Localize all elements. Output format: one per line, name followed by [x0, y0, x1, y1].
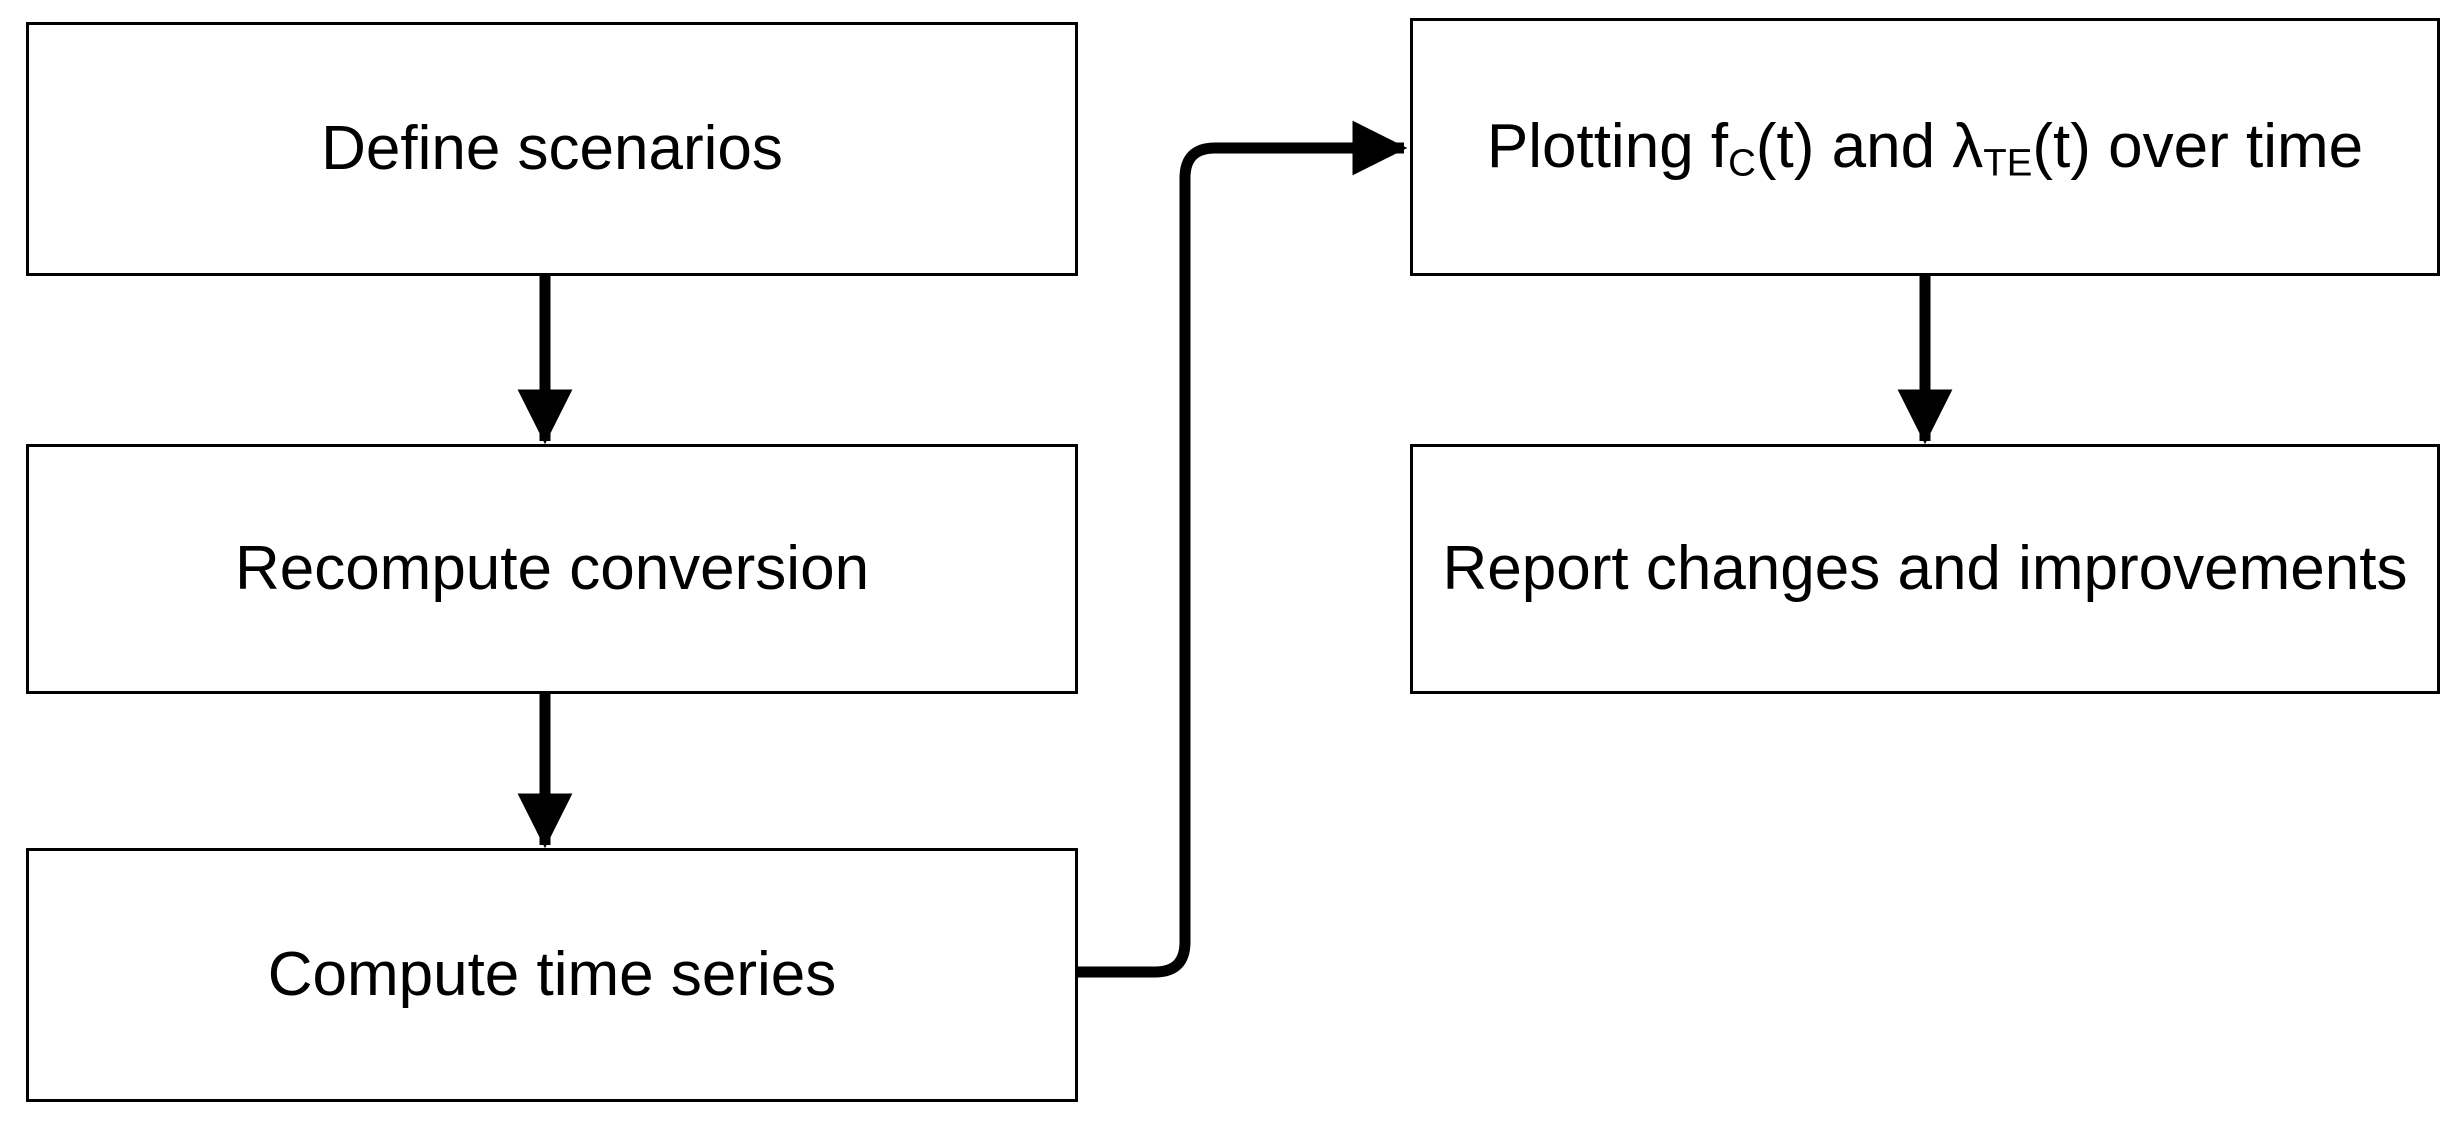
- node-plotting-functions[interactable]: Plotting fC(t) and λTE(t) over time: [1410, 18, 2440, 276]
- node-define-scenarios-label: Define scenarios: [321, 114, 783, 184]
- plotting-label-sub-te: TE: [1983, 141, 2033, 185]
- edge-compute-to-plotting: [1078, 120, 1408, 978]
- node-report-changes[interactable]: Report changes and improvements: [1410, 444, 2440, 694]
- node-plotting-functions-label: Plotting fC(t) and λTE(t) over time: [1469, 112, 2381, 182]
- node-recompute-conversion-label: Recompute conversion: [234, 534, 870, 604]
- plotting-label-post: (t) over time: [2032, 112, 2364, 182]
- node-recompute-conversion[interactable]: Recompute conversion: [26, 444, 1078, 694]
- plotting-label-mid: (t) and λ: [1755, 112, 1984, 182]
- node-compute-time-series[interactable]: Compute time series: [26, 848, 1078, 1102]
- plotting-label-sub-c: C: [1728, 141, 1756, 185]
- node-define-scenarios[interactable]: Define scenarios: [26, 22, 1078, 276]
- node-compute-time-series-label: Compute time series: [267, 940, 837, 1010]
- plotting-label-pre: Plotting f: [1486, 112, 1729, 182]
- node-report-changes-label: Report changes and improvements: [1442, 534, 2408, 604]
